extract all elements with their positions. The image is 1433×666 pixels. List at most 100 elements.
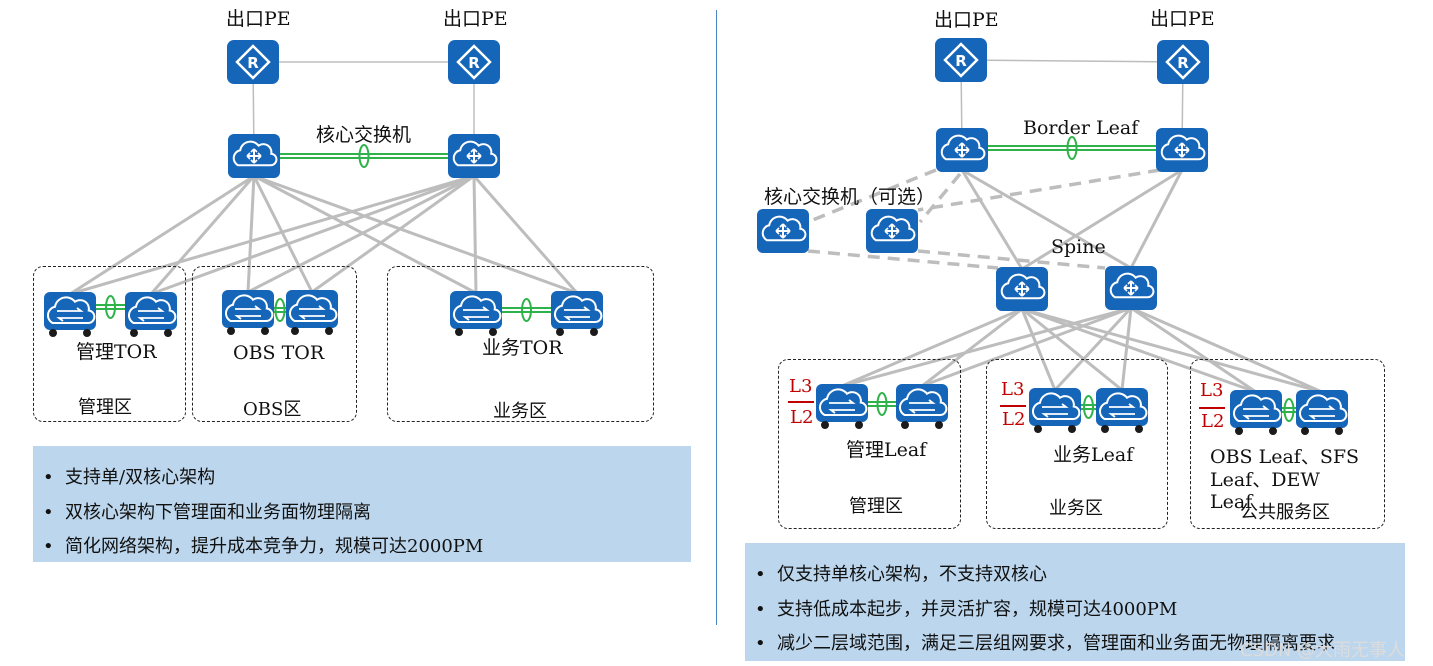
link [841, 307, 1023, 388]
right-spine-2 [1105, 266, 1157, 310]
switch-arrows [466, 148, 482, 164]
tor-foot [1101, 425, 1109, 433]
tor-arrows [828, 399, 856, 414]
switch-cross [1175, 143, 1189, 157]
right-core-optional-label: 核心交换机（可选） [764, 186, 936, 208]
l3-label-mgmt: L3 [789, 376, 813, 397]
link [1130, 306, 1257, 394]
right-pe-label-2: 出口PE [1150, 8, 1215, 30]
tor-foot [455, 328, 463, 336]
left-bullet-3: •简化网络架构，提升成本竞争力，规模可达2000PM [43, 536, 484, 557]
l3-label-public: L3 [1200, 380, 1224, 401]
link [150, 174, 475, 296]
right-border-leaf-1 [936, 128, 988, 172]
tor-arrows [563, 306, 591, 321]
left-tor-5 [450, 291, 502, 336]
tor-foot [1135, 425, 1143, 433]
link-layer [69, 59, 1323, 422]
link [961, 168, 1132, 270]
tor-foot [821, 421, 829, 429]
switch-cross [247, 149, 261, 163]
router-diamond [235, 44, 271, 80]
link [253, 174, 578, 295]
cloud-shape [1160, 134, 1206, 161]
left-bullet-panel: •支持单/双核心架构 •双核心架构下管理面和业务面物理隔离 •简化网络架构，提升… [33, 446, 691, 562]
lag-ellipse [1083, 395, 1094, 419]
tor-arrows [298, 305, 326, 320]
cloud-shape [232, 140, 278, 167]
router-diamond [943, 42, 979, 78]
tor-arrows [1108, 403, 1136, 418]
tor-arrows [234, 305, 262, 320]
tor-arrows [1242, 405, 1270, 420]
cloud-shape [1298, 394, 1348, 423]
router-icon [227, 40, 279, 84]
watermark: CSDN @大雨无事人 [1240, 640, 1406, 661]
lag-ellipse [521, 298, 532, 322]
right-leaf-label-public-3: Leaf [1210, 491, 1253, 513]
right-zone-mgmt [778, 359, 961, 529]
link [960, 169, 1024, 270]
link [807, 168, 937, 224]
left-router-pe-2: R [448, 40, 500, 84]
router-icon [448, 40, 500, 84]
tor-arrows [137, 307, 165, 322]
cloud-shape [288, 294, 338, 323]
right-border-leaf-2 [1156, 128, 1208, 172]
l2-label-mgmt: L2 [790, 407, 814, 428]
right-leaf-label-biz: 业务Leaf [1053, 444, 1134, 466]
link [1129, 169, 1184, 269]
link [247, 174, 475, 294]
link [807, 249, 999, 270]
link [246, 175, 256, 293]
right-leaf-2 [896, 384, 948, 429]
tor-foot [1235, 427, 1243, 435]
cloud-shape [553, 295, 603, 324]
right-leaf-1 [816, 384, 868, 429]
cloud-shape [761, 215, 807, 242]
switch-arrows [884, 223, 900, 239]
tor-foot [855, 421, 863, 429]
tor-foot [901, 421, 909, 429]
link [311, 174, 475, 294]
left-tor-4 [286, 290, 338, 335]
cloud-shape [46, 296, 96, 325]
left-bullet-2: •双核心架构下管理面和业务面物理隔离 [43, 502, 371, 523]
link [1130, 306, 1323, 394]
tor-arrows [56, 307, 84, 322]
right-bullet-2: •支持低成本起步，并灵活扩容，规模可达4000PM [755, 599, 1178, 620]
left-router-pe-1: R [227, 40, 279, 84]
right-bullet-1: •仅支持单核心架构，不支持双核心 [755, 564, 1047, 585]
link [1021, 168, 1183, 271]
cloud-shape [1109, 272, 1155, 299]
tor-foot [935, 421, 943, 429]
left-zone-label-biz: 业务区 [493, 401, 547, 422]
left-zone-obs [192, 266, 357, 422]
switch-cross [1124, 281, 1138, 295]
right-leaf-5 [1230, 390, 1282, 435]
right-zone-label-public: 公共服务区 [1240, 502, 1330, 523]
left-zone-label-obs: OBS区 [243, 399, 302, 420]
cloud-shape [452, 140, 498, 167]
link [918, 172, 962, 224]
right-leaf-6 [1296, 390, 1348, 435]
tor-foot [556, 328, 564, 336]
left-tor-label-biz: 业务TOR [482, 337, 563, 359]
right-router-pe-2: R [1157, 40, 1209, 84]
router-icon [935, 38, 987, 82]
tor-foot [1269, 427, 1277, 435]
link [960, 59, 1184, 63]
tor-foot [1301, 427, 1309, 435]
lag-ellipse [105, 295, 116, 319]
cloud-shape [1232, 394, 1282, 423]
tor-foot [325, 327, 333, 335]
lag-ellipse [358, 144, 370, 168]
cloud-shape [452, 295, 502, 324]
right-leaf-label-mgmt: 管理Leaf [846, 439, 927, 461]
cloud-shape [940, 134, 986, 161]
right-leaf-label-public-1: OBS Leaf、SFS [1210, 446, 1360, 468]
cloud-shape [870, 215, 916, 242]
switch-arrows [1123, 280, 1139, 296]
